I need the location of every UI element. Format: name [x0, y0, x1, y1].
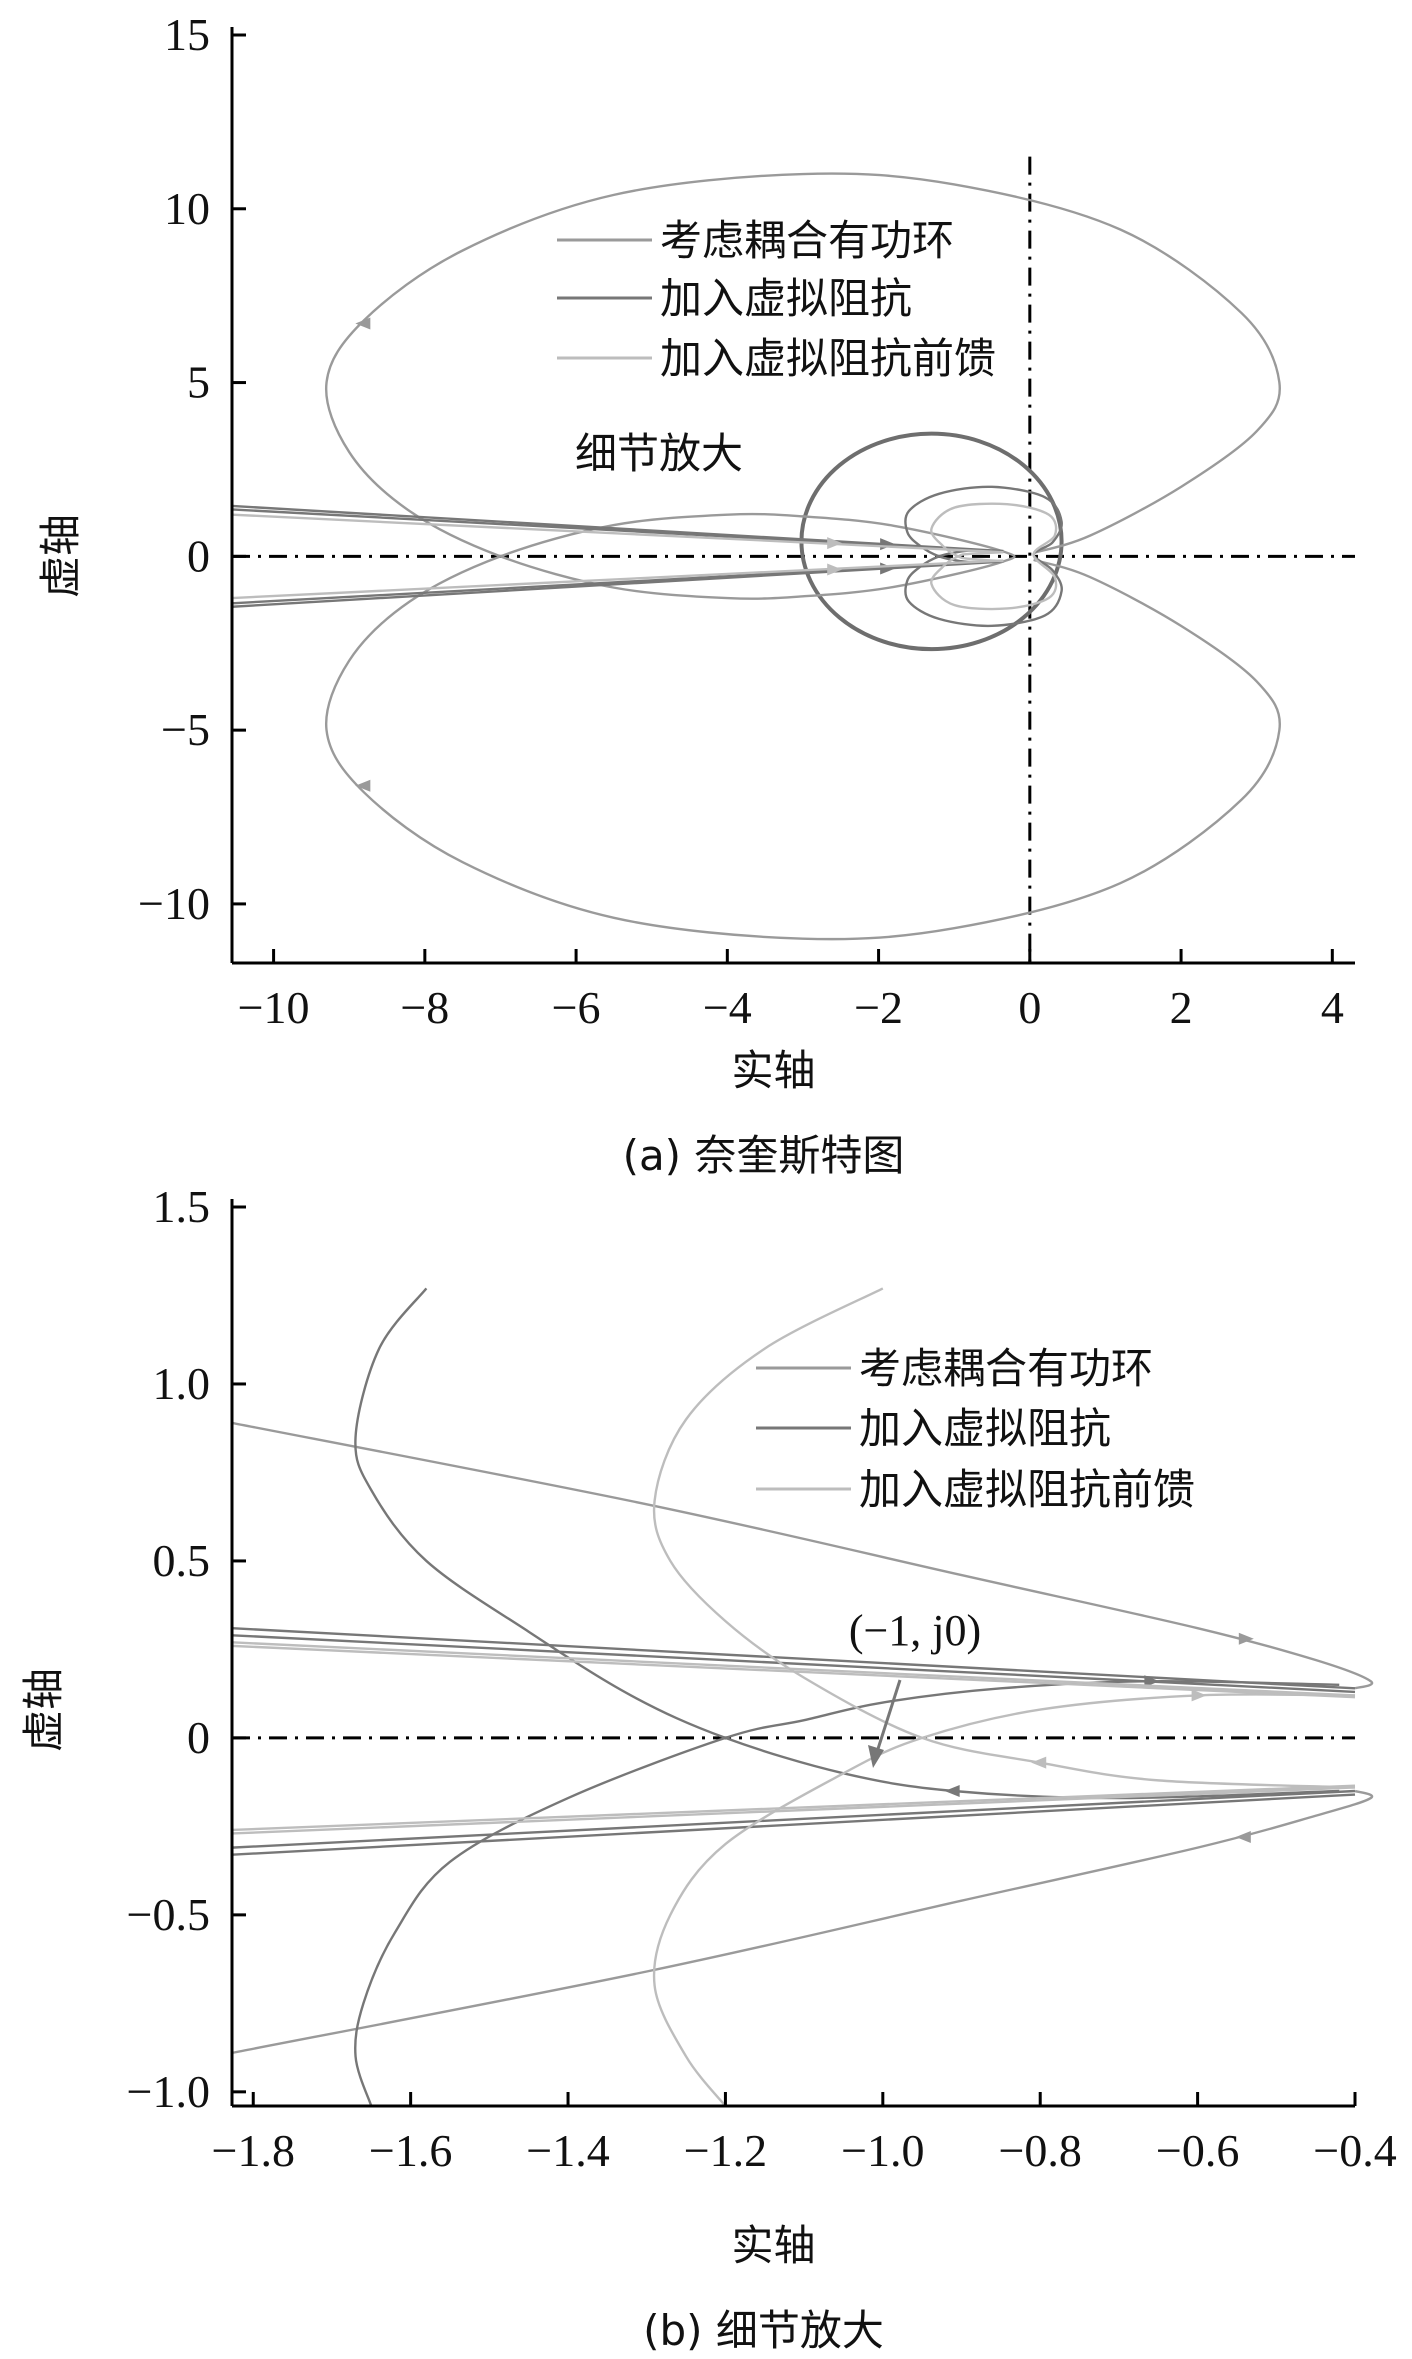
- annotation-arrowhead: [868, 1745, 884, 1768]
- direction-arrow-marker: [1235, 1831, 1251, 1844]
- series-line: [930, 502, 1058, 611]
- x-tick-label: −0.4: [1313, 2125, 1396, 2176]
- direction-arrow-marker: [1031, 1756, 1047, 1769]
- plot-area: [232, 156, 1355, 963]
- x-axis-label: 实轴: [731, 1046, 815, 1095]
- x-tick-label: −6: [552, 982, 601, 1033]
- series-line: [232, 560, 1004, 605]
- x-tick-label: −1.6: [369, 2125, 452, 2176]
- direction-arrow-marker: [827, 563, 843, 576]
- plot-area: [232, 1287, 1374, 2106]
- y-axis-label: 虚轴: [19, 1668, 68, 1752]
- x-tick-label: −1.0: [841, 2125, 924, 2176]
- direction-arrow-marker: [827, 537, 843, 550]
- figure-caption: (b) 细节放大: [643, 2306, 884, 2355]
- series-line: [652, 1693, 1356, 2106]
- x-tick-label: −10: [238, 982, 310, 1033]
- series-line: [232, 1786, 1356, 1835]
- series-line: [232, 1626, 1356, 1690]
- y-tick-label: 1.0: [153, 1358, 211, 1409]
- x-tick-label: −0.8: [998, 2125, 1081, 2176]
- direction-arrow-marker: [355, 317, 371, 330]
- legend-label: 考虑耦合有功环: [859, 1344, 1153, 1393]
- series-line: [232, 1793, 1356, 1856]
- x-tick-label: −1.4: [526, 2125, 609, 2176]
- y-tick-label: 0: [187, 1712, 210, 1763]
- y-tick-label: 0: [187, 530, 210, 581]
- x-tick-label: 0: [1018, 982, 1041, 1033]
- legend-label: 加入虚拟阻抗: [859, 1404, 1111, 1453]
- series-line: [324, 172, 1281, 941]
- x-tick-label: 4: [1321, 982, 1344, 1033]
- chart-a-nyquist: −10 −8 −6 −4 −2 0 2 4 15 10 5 0 −5 −10 实轴 虚轴 (a) 奈奎斯特图 考虑…: [36, 9, 1355, 1180]
- y-tick-label: 10: [164, 183, 210, 234]
- series-line: [652, 1287, 1356, 1789]
- y-tick-label: −1.0: [127, 2066, 210, 2117]
- x-tick-label: −8: [400, 982, 449, 1033]
- series-line: [232, 559, 1004, 600]
- legend-label: 加入虚拟阻抗前馈: [660, 334, 996, 383]
- x-tick-label: −1.2: [684, 2125, 767, 2176]
- chart-b-detail: −1.8 −1.6 −1.4 −1.2 −1.0 −0.8 −0.6 −0.4 1.5 1.0 0.…: [19, 1181, 1397, 2355]
- detail-zoom-label: 细节放大: [575, 429, 743, 478]
- direction-arrow-marker: [1191, 1689, 1207, 1702]
- y-tick-label: 5: [187, 357, 210, 408]
- y-tick-label: 0.5: [153, 1535, 211, 1586]
- x-tick-label: −4: [703, 982, 752, 1033]
- x-tick-label: −1.8: [212, 2125, 295, 2176]
- series-line: [232, 508, 1004, 553]
- series-line: [354, 1680, 1340, 2106]
- series-line: [232, 1789, 1356, 1849]
- series-line: [232, 1641, 1356, 1697]
- point-annotation-label: (−1, j0): [849, 1606, 981, 1655]
- y-tick-label: −5: [161, 704, 210, 755]
- legend-label: 考虑耦合有功环: [660, 216, 954, 265]
- series-2: [232, 502, 1058, 611]
- series-line: [232, 1789, 1374, 2055]
- y-tick-label: 1.5: [153, 1181, 211, 1232]
- x-tick-label: −2: [854, 982, 903, 1033]
- y-axis-label: 虚轴: [36, 514, 85, 598]
- series-line: [232, 1634, 1356, 1694]
- series-line: [232, 1644, 1356, 1699]
- series-line: [232, 1784, 1356, 1832]
- figure-caption: (a) 奈奎斯特图: [623, 1131, 905, 1180]
- direction-arrow-marker: [880, 562, 896, 575]
- series-line: [232, 1421, 1374, 1690]
- x-axis-label: 实轴: [731, 2221, 815, 2270]
- series-1: [232, 1287, 1356, 2106]
- series-line: [354, 1287, 1340, 1800]
- y-tick-label: 15: [164, 9, 210, 60]
- series-line: [232, 513, 1004, 554]
- direction-arrow-marker: [944, 1784, 960, 1797]
- y-tick-label: −10: [138, 878, 210, 929]
- legend-label: 加入虚拟阻抗: [660, 274, 912, 323]
- series-0: [232, 1421, 1374, 2055]
- x-tick-label: 2: [1170, 982, 1193, 1033]
- direction-arrow-marker: [1144, 1675, 1160, 1688]
- series-2: [232, 1287, 1356, 2106]
- x-tick-label: −0.6: [1156, 2125, 1239, 2176]
- annotation-arrow-line: [875, 1679, 902, 1753]
- legend-label: 加入虚拟阻抗前馈: [859, 1465, 1195, 1514]
- direction-arrow-marker: [1238, 1632, 1254, 1645]
- series-0: [324, 172, 1281, 941]
- direction-arrow-marker: [355, 779, 371, 792]
- y-tick-label: −0.5: [127, 1889, 210, 1940]
- direction-arrow-marker: [880, 538, 896, 551]
